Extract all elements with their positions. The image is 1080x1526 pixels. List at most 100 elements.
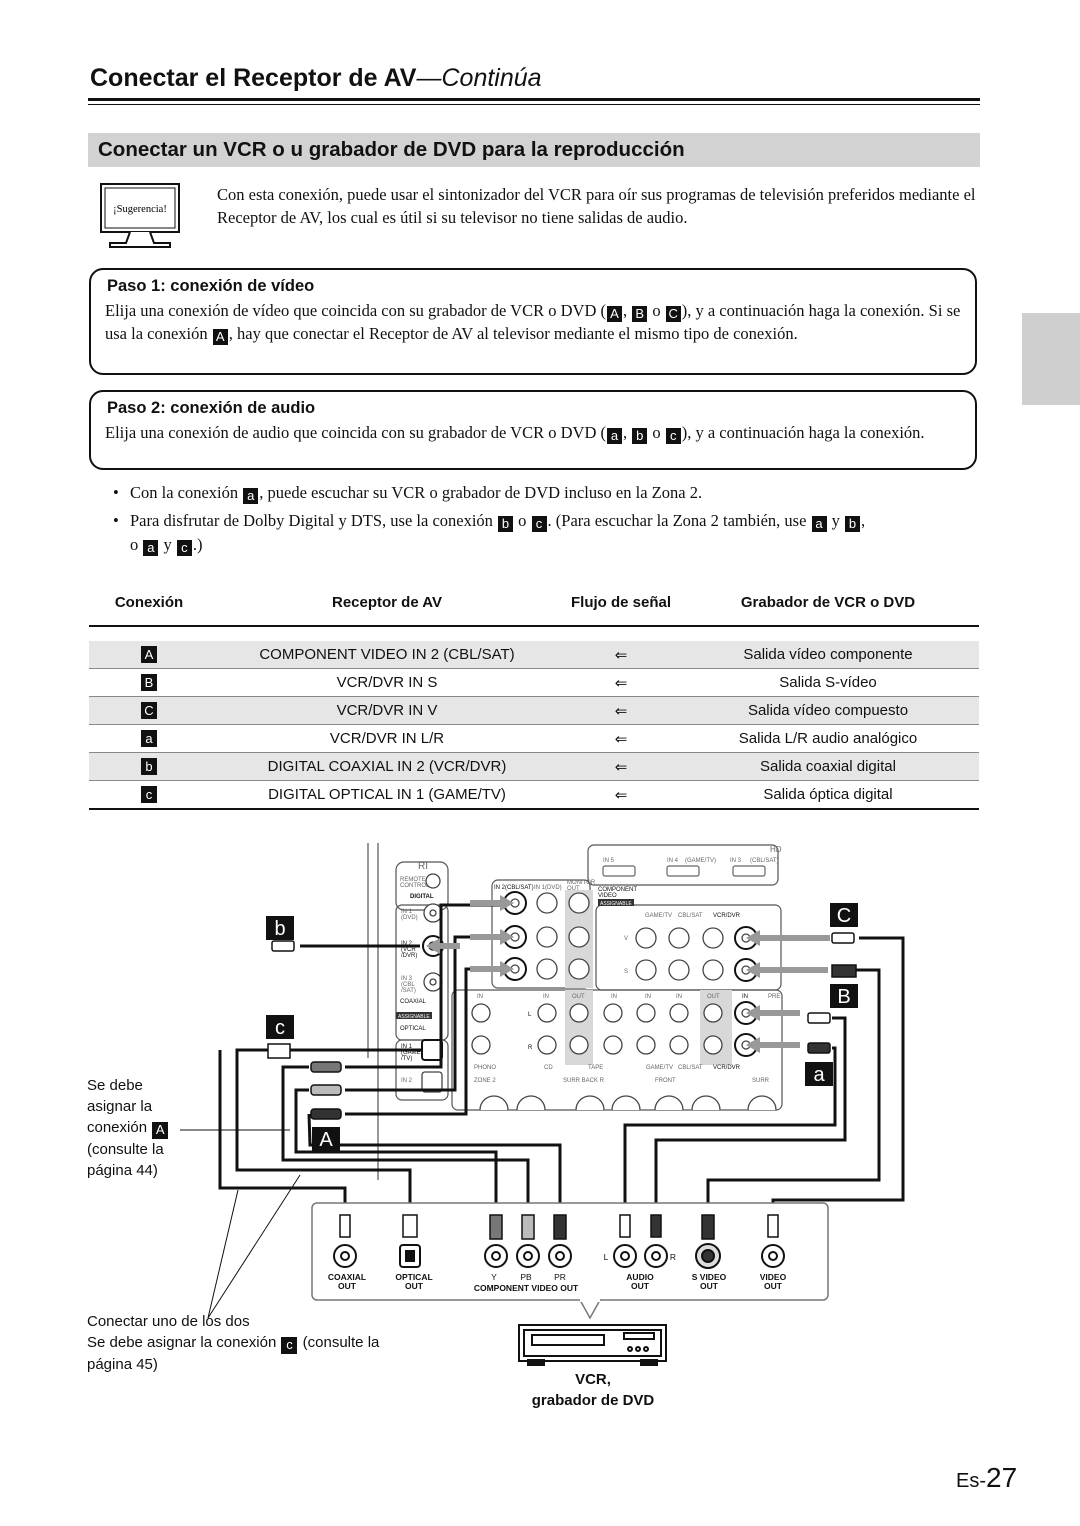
svg-text:OUT: OUT <box>405 1281 424 1291</box>
svg-text:COAXIAL: COAXIAL <box>400 999 427 1005</box>
cable-plugs <box>267 932 857 1120</box>
svg-text:TAPE: TAPE <box>588 1065 603 1071</box>
svg-text:L: L <box>528 1012 532 1018</box>
svg-text:SURR BACK R: SURR BACK R <box>563 1078 605 1084</box>
svg-text:ZONE 2: ZONE 2 <box>474 1078 496 1084</box>
page-number: Es-27 <box>956 1462 1018 1493</box>
svg-text:OUT: OUT <box>572 994 585 1000</box>
svg-text:R: R <box>528 1045 533 1051</box>
svg-text:Y: Y <box>491 1272 497 1282</box>
connection-table: Conexión Receptor de AV Flujo de señal G… <box>89 581 979 810</box>
svg-text:S VIDEO: S VIDEO <box>692 1272 727 1282</box>
connection-diagram: RI REMOTE CONTROL DIGITAL IN 1 (DVD) IN … <box>180 843 905 1366</box>
svg-text:RI: RI <box>418 861 428 872</box>
svg-text:C: C <box>837 905 851 927</box>
tv-tip-icon: ¡Sugerencia! <box>100 183 180 248</box>
table-row: C VCR/DVR IN V ⇐ Salida vídeo compuesto <box>89 696 979 725</box>
svg-text:AUDIO: AUDIO <box>626 1272 654 1282</box>
svg-text:CONTROL: CONTROL <box>400 883 430 889</box>
svg-text:(VCR: (VCR <box>401 947 416 953</box>
svg-text:CBL/SAT: CBL/SAT <box>678 1065 703 1071</box>
svg-text:IN 5: IN 5 <box>603 858 615 864</box>
svg-text:GAME/TV: GAME/TV <box>646 1065 673 1071</box>
step1-title: Paso 1: conexión de vídeo <box>107 277 315 295</box>
svg-text:DIGITAL: DIGITAL <box>410 894 434 900</box>
svg-text:CD: CD <box>544 1065 553 1071</box>
table-row: B VCR/DVR IN S ⇐ Salida S-vídeo <box>89 668 979 697</box>
svg-text:GAME/TV: GAME/TV <box>645 913 672 919</box>
col-header-connection: Conexión <box>89 581 209 627</box>
step2-body: Elija una conexión de audio que coincida… <box>105 423 925 444</box>
svg-text:MONITOR: MONITOR <box>567 880 596 886</box>
note-assign-A: Se debe asignar la conexión A (consulte … <box>87 1075 169 1181</box>
cables <box>218 903 905 1215</box>
svg-text:A: A <box>319 1129 333 1151</box>
svg-text:IN: IN <box>742 994 748 1000</box>
table-row: a VCR/DVR IN L/R ⇐ Salida L/R audio anal… <box>89 724 979 753</box>
diagram-badges: b c A C B a <box>266 903 858 1151</box>
col-header-flow: Flujo de señal <box>565 581 677 627</box>
svg-text:R: R <box>670 1252 676 1262</box>
step2-title: Paso 2: conexión de audio <box>107 399 316 417</box>
page-header-title: Conectar el Receptor de AV—Continúa <box>90 64 542 92</box>
svg-text:IN 3: IN 3 <box>401 976 413 982</box>
svg-text:VIDEO: VIDEO <box>598 893 617 899</box>
tip-text: Con esta conexión, puede usar el sintoni… <box>217 185 976 227</box>
col-header-device: Grabador de VCR o DVD <box>677 581 979 627</box>
svg-text:PHONO: PHONO <box>474 1065 496 1071</box>
svg-text:IN 1: IN 1 <box>401 909 413 915</box>
svg-text:SURR: SURR <box>752 1078 770 1084</box>
svg-text:CBL/SAT: CBL/SAT <box>678 913 703 919</box>
table-row: c DIGITAL OPTICAL IN 1 (GAME/TV) ⇐ Salid… <box>89 780 979 810</box>
svg-text:OUT: OUT <box>631 1281 650 1291</box>
svg-text:PRE: PRE <box>768 994 780 1000</box>
svg-text:OUT: OUT <box>707 994 720 1000</box>
svg-text:/DVR): /DVR) <box>401 953 417 959</box>
vcr-device-icon <box>518 1324 667 1366</box>
svg-text:HD: HD <box>770 845 782 854</box>
svg-text:VIDEO: VIDEO <box>760 1272 787 1282</box>
pointer-lines <box>180 1129 301 1319</box>
svg-text:IN 1: IN 1 <box>401 1044 413 1050</box>
svg-text:(GAME/TV): (GAME/TV) <box>685 858 716 864</box>
svg-text:IN: IN <box>477 994 483 1000</box>
note-connect-one: Conectar uno de los dos Se debe asignar … <box>87 1313 380 1373</box>
svg-text:OUT: OUT <box>764 1281 783 1291</box>
svg-text:COAXIAL: COAXIAL <box>328 1272 366 1282</box>
header-rule <box>88 98 980 101</box>
side-tab <box>1022 313 1080 405</box>
svg-text:VCR/DVR: VCR/DVR <box>713 913 741 919</box>
svg-text:(CBL: (CBL <box>401 982 415 988</box>
svg-text:IN: IN <box>543 994 549 1000</box>
hdmi-ports <box>602 865 766 877</box>
svg-text:S: S <box>624 969 628 975</box>
svg-text:IN 2: IN 2 <box>401 1078 413 1084</box>
table-row: A COMPONENT VIDEO IN 2 (CBL/SAT) ⇐ Salid… <box>89 641 979 669</box>
svg-text:/SAT): /SAT) <box>401 988 416 994</box>
svg-text:IN 2: IN 2 <box>401 941 413 947</box>
section-title: Conectar un VCR o u grabador de DVD para… <box>98 138 685 161</box>
receiver-labels: RI REMOTE CONTROL DIGITAL IN 1 (DVD) IN … <box>396 845 782 1084</box>
svg-text:OPTICAL: OPTICAL <box>400 1026 426 1032</box>
svg-text:b: b <box>274 918 285 940</box>
signal-arrows <box>426 895 830 1053</box>
col-header-receiver: Receptor de AV <box>209 581 565 627</box>
svg-text:PR: PR <box>554 1272 566 1282</box>
svg-text:c: c <box>275 1017 285 1039</box>
svg-text:IN 2(CBL/SAT): IN 2(CBL/SAT) <box>494 885 534 891</box>
svg-text:(DVD): (DVD) <box>401 915 418 921</box>
svg-text:OUT: OUT <box>567 886 580 892</box>
svg-text:OPTICAL: OPTICAL <box>395 1272 432 1282</box>
step1-body: Elija una conexión de vídeo que coincida… <box>105 301 961 345</box>
svg-text:a: a <box>813 1064 825 1086</box>
svg-text:IN 4: IN 4 <box>667 858 679 864</box>
svg-text:IN: IN <box>611 994 617 1000</box>
svg-text:FRONT: FRONT <box>655 1078 676 1084</box>
svg-text:VCR/DVR: VCR/DVR <box>713 1065 741 1071</box>
svg-text:(GAME: (GAME <box>401 1050 421 1056</box>
svg-text:PB: PB <box>520 1272 532 1282</box>
svg-text:OUT: OUT <box>700 1281 719 1291</box>
svg-text:COMPONENT VIDEO OUT: COMPONENT VIDEO OUT <box>474 1283 579 1293</box>
continues-label: —Continúa <box>416 64 542 92</box>
table-row: b DIGITAL COAXIAL IN 2 (VCR/DVR) ⇐ Salid… <box>89 752 979 781</box>
